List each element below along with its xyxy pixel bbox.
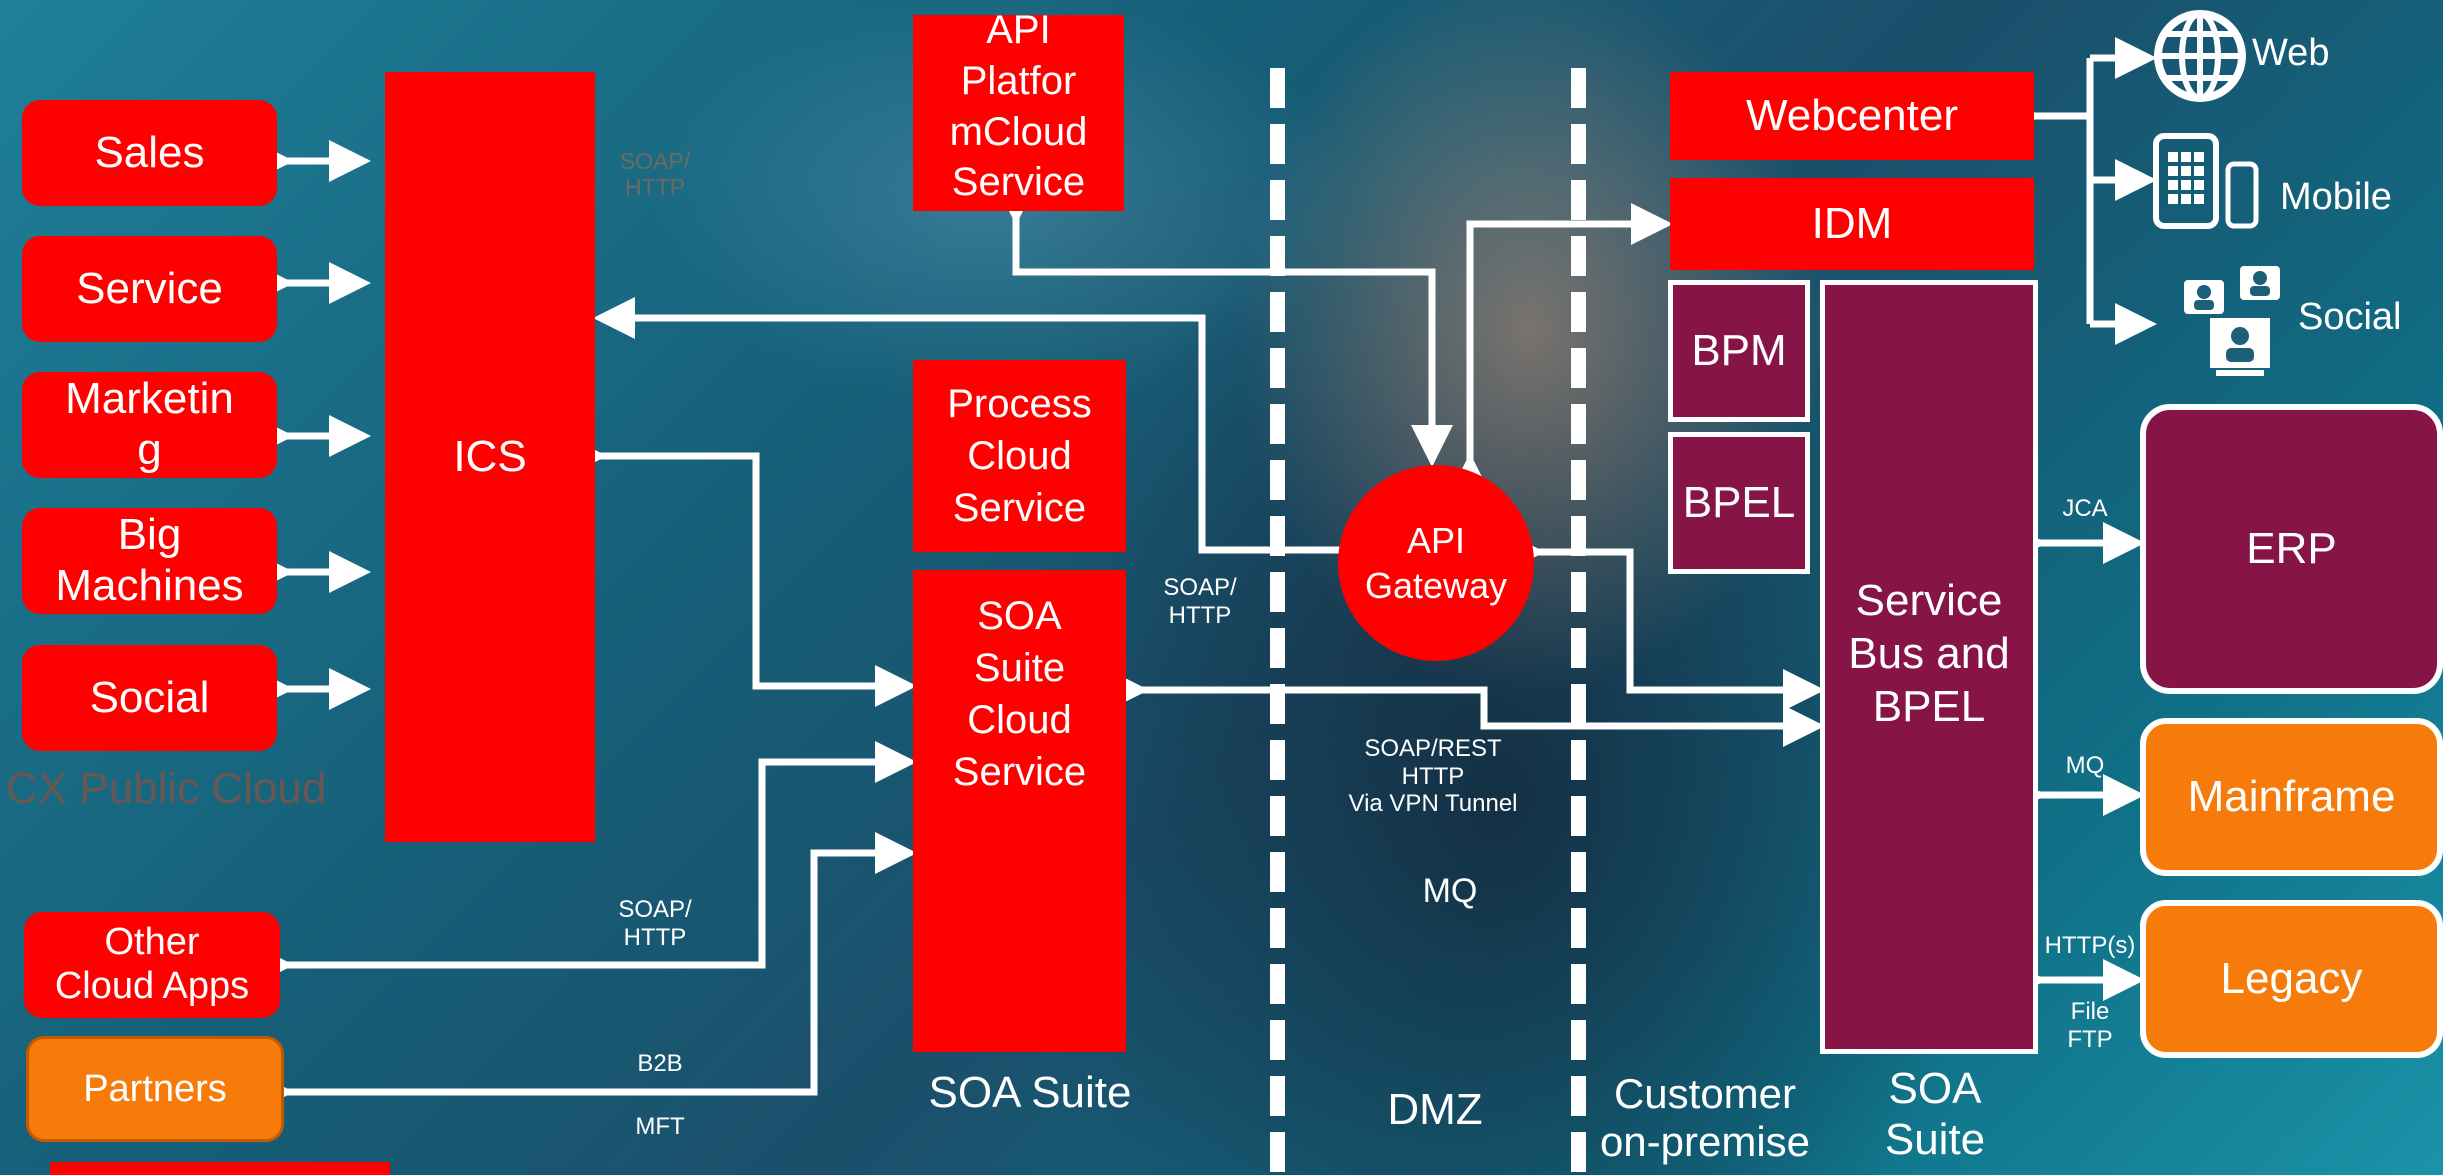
api-gateway-label: API Gateway [1364,520,1508,606]
bpm-box: BPM [1668,280,1810,422]
cx-app-label: Social [89,672,210,722]
cx-app-social: Social [22,645,277,751]
cx-public-cloud-caption: CX Public Cloud [6,764,327,813]
legacy-file-ftp-label: File FTP [2067,998,2113,1053]
bottom-red-strip [50,1162,390,1175]
bpm-label: BPM [1691,325,1787,375]
mainframe-box: Mainframe [2140,718,2443,876]
erp-box: ERP [2140,404,2443,694]
webcenter-label: Webcenter [1746,90,1958,140]
soa-suite-cloud-caption: SOA Suite [928,1068,1132,1117]
cx-app-big-machines: Big Machines [22,508,277,614]
apiplatform-gateway-arrow [995,183,1453,467]
partners-box: Partners [26,1036,284,1142]
bpel-box: BPEL [1668,432,1810,574]
service-bus-bpel-box: Service Bus and BPEL [1820,280,2038,1054]
idm-label: IDM [1811,198,1893,248]
soa-cloud-label: SOA Suite Cloud Service [952,594,1087,794]
cx-app-label: Marketin g [65,374,234,474]
other-cloud-apps: Other Cloud Apps [24,912,280,1018]
channel-mobile-label: Mobile [2280,176,2392,218]
channel-social-label: Social [2298,296,2402,338]
customer-on-premise-caption: Customer on-premise [1599,1070,1811,1166]
partners-label: Partners [83,1067,227,1110]
legacy-box: Legacy [2140,900,2443,1058]
erp-label: ERP [2246,524,2337,573]
partners-b2b-label: B2B [637,1050,683,1077]
api-platform-cloud-service: API Platfor mCloud Service [913,15,1124,211]
soa-suite-cloud-service: SOA Suite Cloud Service [913,570,1126,1052]
ics-label: ICS [453,431,527,481]
partners-mft-label: MFT [635,1113,685,1140]
cx-app-label: Service [76,263,223,313]
gateway-idm-arrow [1449,203,1673,495]
legacy-label: Legacy [2220,954,2363,1003]
process-cloud-service: Process Cloud Service [913,360,1126,552]
dmz-caption: DMZ [1387,1085,1483,1134]
api-platform-label: API Platfor mCloud Service [949,15,1088,205]
webcenter-box: Webcenter [1670,72,2034,160]
bpel-label: BPEL [1682,477,1796,527]
vpn-tunnel-label: SOAP/REST HTTP Via VPN Tunnel [1348,735,1518,818]
soa-cloud-soap-http-label: SOAP/ HTTP [1163,574,1237,629]
other-cloud-label: Other Cloud Apps [54,921,250,1007]
ics-soacloud-arrow [565,435,917,707]
globe-icon [2152,8,2248,104]
dmz-mq-label: MQ [1422,872,1478,910]
mainframe-label: Mainframe [2187,772,2396,821]
mainframe-mq-label: MQ [2065,752,2105,779]
soacloud-servicebus-arrow [1107,669,1825,747]
other-cloud-soap-http-label: SOAP/ HTTP [618,896,692,951]
channel-web-label: Web [2252,32,2330,74]
service-bus-label: Service Bus and BPEL [1848,576,2010,731]
partners-soacloud-arrow [252,832,917,1113]
api-gateway: API Gateway [1338,465,1534,661]
ics-box: ICS [385,72,595,842]
soa-suite-onprem-caption: SOA Suite [1884,1064,1986,1164]
erp-jca-label: JCA [2062,495,2108,522]
cx-app-label: Sales [94,127,205,177]
legacy-https-label: HTTP(s) [2044,932,2136,959]
cx-app-service: Service [22,236,277,342]
cx-app-sales: Sales [22,100,277,206]
idm-box: IDM [1670,178,2034,270]
cx-app-label: Big Machines [55,510,244,610]
social-people-icon [2180,262,2292,380]
tablet-mobile-icon [2152,132,2262,232]
process-cloud-label: Process Cloud Service [947,382,1092,530]
ics-soap-http-label: SOAP/ HTTP [619,148,691,201]
cx-app-marketing: Marketin g [22,372,277,478]
